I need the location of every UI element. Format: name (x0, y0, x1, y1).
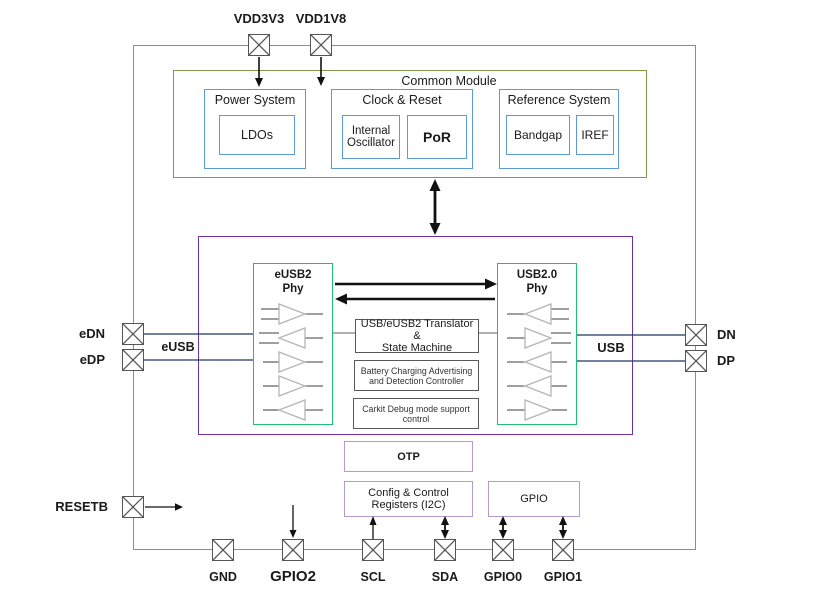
common-module-title: Common Module (401, 74, 497, 88)
pin-label-vdd1v8: VDD1V8 (295, 11, 347, 26)
common-module-box: Common Module Power System LDOs Clock & … (173, 70, 647, 178)
pin-gnd (212, 539, 234, 561)
bandgap-label: Bandgap (513, 128, 563, 142)
clock-reset-box: Clock & Reset Internal Oscillator PoR (331, 89, 473, 169)
carkit-box: Carkit Debug mode support control (353, 398, 479, 429)
chip-outline (133, 45, 696, 550)
pin-dp (685, 350, 707, 372)
gpio-label: GPIO (520, 493, 548, 505)
carkit-label: Carkit Debug mode support control (362, 403, 470, 424)
eusb2-phy-label: eUSB2 Phy (274, 269, 312, 296)
por-label: PoR (423, 129, 451, 145)
usb20-phy-buffers-icon (507, 303, 571, 421)
eusb2-phy-box: eUSB2 Phy (253, 263, 333, 425)
pin-label-dp: DP (717, 353, 736, 368)
config-registers-box: Config & Control Registers (I2C) (344, 481, 473, 517)
pin-dn (685, 324, 707, 346)
pin-scl (362, 539, 384, 561)
pin-label-gpio0: GPIO0 (483, 570, 523, 584)
power-system-title: Power System (214, 93, 296, 107)
pin-gpio0 (492, 539, 514, 561)
power-system-box: Power System LDOs (204, 89, 306, 169)
translator-label: USB/eUSB2 Translator & State Machine (360, 318, 474, 354)
pin-vdd3v3 (248, 34, 270, 56)
pin-gpio2 (282, 539, 304, 561)
pin-sda (434, 539, 456, 561)
battery-charging-label: Battery Charging Advertising and Detecti… (360, 365, 473, 386)
ldos-box: LDOs (219, 115, 295, 155)
gpio-box: GPIO (488, 481, 580, 517)
pin-label-gnd: GND (209, 570, 237, 584)
pin-label-gpio2: GPIO2 (270, 568, 316, 585)
pin-label-edp: eDP (79, 352, 105, 367)
pin-label-dn: DN (717, 327, 736, 342)
iref-label: IREF (581, 128, 609, 142)
iref-box: IREF (576, 115, 614, 155)
battery-charging-box: Battery Charging Advertising and Detecti… (354, 360, 479, 391)
pin-edn (122, 323, 144, 345)
pin-label-edn: eDN (78, 326, 105, 341)
pin-vdd1v8 (310, 34, 332, 56)
bandgap-box: Bandgap (506, 115, 570, 155)
por-box: PoR (407, 115, 467, 159)
pin-label-sda: SDA (431, 570, 459, 584)
pin-gpio1 (552, 539, 574, 561)
bus-label-usb: USB (597, 340, 625, 355)
pin-label-scl: SCL (360, 570, 386, 584)
pin-label-vdd3v3: VDD3V3 (233, 11, 285, 26)
otp-box: OTP (344, 441, 473, 472)
pin-label-gpio1: GPIO1 (543, 570, 583, 584)
internal-oscillator-label: Internal Oscillator (347, 125, 395, 149)
ldos-label: LDOs (241, 128, 273, 142)
translator-box: USB/eUSB2 Translator & State Machine (355, 318, 479, 354)
internal-oscillator-box: Internal Oscillator (342, 115, 400, 159)
pin-resetb (122, 496, 144, 518)
usb20-phy-label: USB2.0 Phy (516, 269, 558, 296)
eusb2-phy-buffers-icon (259, 303, 323, 421)
bus-label-eusb: eUSB (161, 340, 195, 354)
clock-reset-title: Clock & Reset (362, 93, 442, 107)
reference-system-title: Reference System (507, 93, 611, 107)
config-registers-label: Config & Control Registers (I2C) (368, 487, 449, 511)
reference-system-box: Reference System Bandgap IREF (499, 89, 619, 169)
usb20-phy-box: USB2.0 Phy (497, 263, 577, 425)
otp-label: OTP (397, 450, 420, 463)
pin-label-resetb: RESETB (55, 499, 108, 514)
pin-edp (122, 349, 144, 371)
